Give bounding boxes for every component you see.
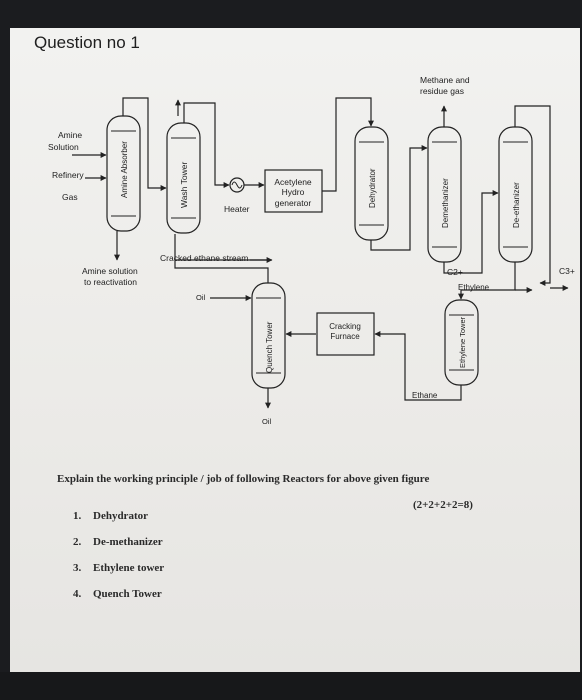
list-item: 4.Quench Tower [73,588,162,600]
svg-text:Hydro: Hydro [282,187,305,197]
cracking-furnace-label: Cracking [329,322,361,331]
ethylene-tower-label: Ethylene Tower [458,316,467,368]
quench-tower-label: Quench Tower [265,321,274,373]
acetylene-generator-label: Acetylene [274,177,312,187]
reactor-list: 1.Dehydrator 2.De-methanizer 3.Ethylene … [73,510,164,614]
marks-text: (2+2+2+2=8) [413,499,473,511]
c3-plus-label: C3+ [559,266,575,276]
amine-solution-label: Amine [58,130,82,140]
amine-absorber-label: Amine Absorber [120,141,129,198]
oil-in-label: Oil [196,293,206,302]
ethylene-label: Ethylene [458,283,490,292]
cracked-ethane-label: Cracked ethane stream [160,253,248,263]
process-flow-diagram: Amine Solution Refinery Gas Amine Absorb… [48,75,575,426]
photo-edge-shadow [0,672,582,700]
c2-plus-label: C2+ [447,267,463,277]
oil-out-label: Oil [262,417,272,426]
instruction-text: Explain the working principle / job of f… [57,473,430,485]
de-ethanizer-label: De-ethanizer [512,182,521,228]
svg-text:Solution: Solution [48,142,79,152]
ethane-label: Ethane [412,391,438,400]
svg-text:generator: generator [275,198,312,208]
svg-text:Furnace: Furnace [330,332,360,341]
svg-text:to reactivation: to reactivation [84,277,137,287]
demethanizer-label: Demethanizer [441,178,450,228]
wash-tower-label: Wash Tower [179,162,189,208]
svg-text:Gas: Gas [62,192,78,202]
list-item: 3.Ethylene tower [73,562,165,574]
question-title: Question no 1 [34,33,140,52]
list-item: 1.Dehydrator [73,510,148,522]
amine-reactivation-label: Amine solution [82,266,138,276]
list-item: 2.De-methanizer [73,536,163,548]
dehydrator-label: Dehydrator [368,168,377,208]
svg-text:residue gas: residue gas [420,86,464,96]
question-paper: Question no 1 [10,28,580,673]
refinery-gas-label: Refinery [52,170,84,180]
methane-residue-label: Methane and [420,75,470,85]
heater-label: Heater [224,204,250,214]
cracking-furnace-box [316,312,375,356]
